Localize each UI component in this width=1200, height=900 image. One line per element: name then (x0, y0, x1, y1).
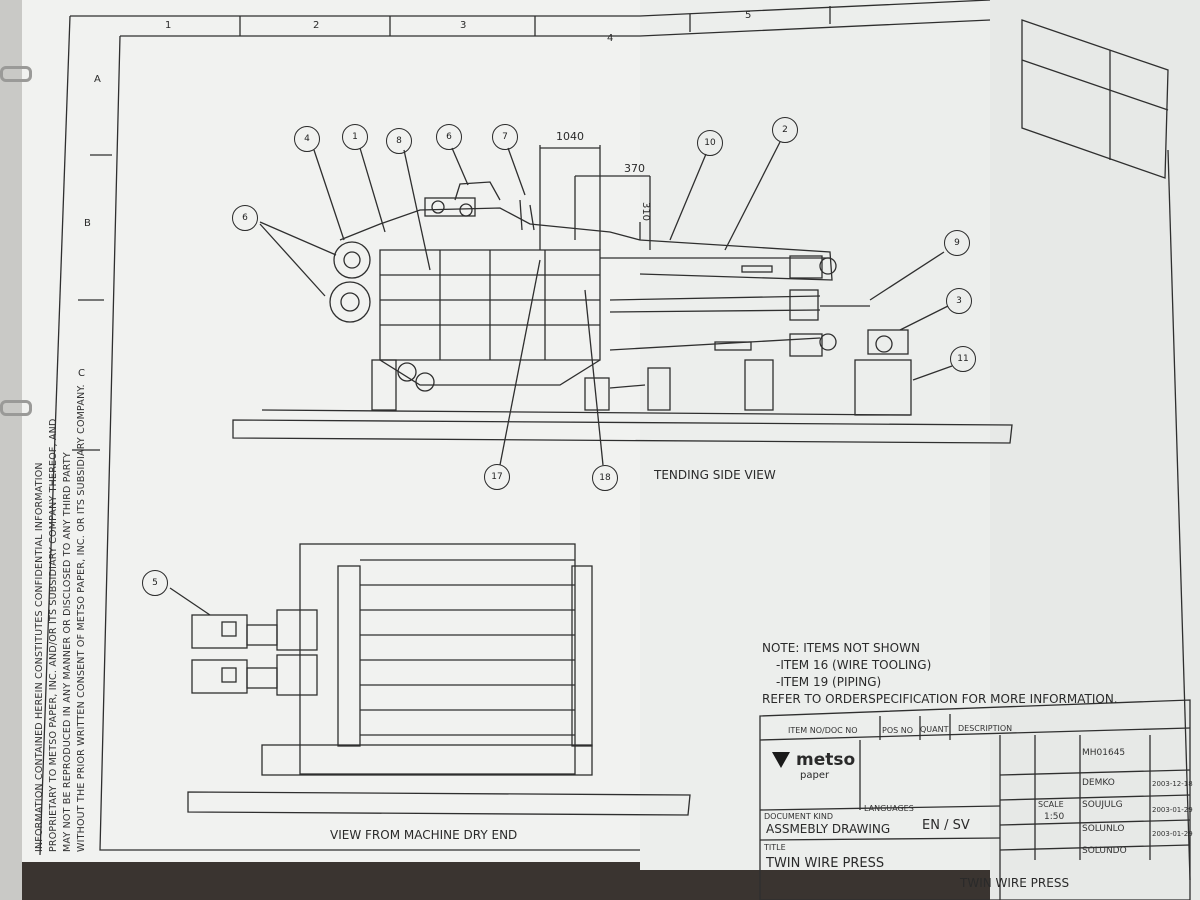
tb-doc-kind-label: DOCUMENT KIND (764, 812, 834, 821)
confidentiality-line: PROPRIETARY TO METSO PAPER, INC. AND/OR … (48, 418, 59, 852)
tb-date: 2003-01-29 (1152, 830, 1193, 838)
tb-header-description: DESCRIPTION (958, 724, 1013, 733)
note-block: NOTE: ITEMS NOT SHOWN -ITEM 16 (WIRE TOO… (762, 640, 1118, 708)
item-balloon: 1 (342, 124, 368, 150)
tb-title: TWIN WIRE PRESS (766, 856, 885, 871)
item-balloon: 6 (232, 205, 258, 231)
tb-languages-label: LANGUAGES (864, 804, 914, 813)
item-balloon: 5 (142, 570, 168, 596)
dimension-label: 310 (640, 201, 652, 222)
tb-header-quant: QUANT (920, 725, 949, 734)
tb-scale: 1:50 (1044, 812, 1065, 822)
confidentiality-line: WITHOUT THE PRIOR WRITTEN CONSENT OF MET… (76, 384, 87, 852)
end-view-title: VIEW FROM MACHINE DRY END (330, 828, 518, 842)
dimension-label: 1040 (556, 130, 584, 143)
item-balloon: 2 (772, 117, 798, 143)
tb-title-label: TITLE (764, 843, 786, 852)
tb-scale-label: SCALE (1038, 800, 1064, 809)
tb-date: 2003-12-18 (1152, 780, 1193, 788)
grid-col-label: 4 (607, 33, 614, 44)
item-balloon: 10 (697, 130, 723, 156)
left-page (14, 0, 655, 862)
side-view-title: TENDING SIDE VIEW (654, 468, 776, 482)
grid-col-label: 5 (745, 10, 752, 21)
tb-doc-kind: ASSMEBLY DRAWING (766, 822, 891, 836)
item-balloon: 7 (492, 124, 518, 150)
grid-row-label: A (94, 74, 101, 85)
item-balloon: 9 (944, 230, 970, 256)
note-heading: NOTE: ITEMS NOT SHOWN (762, 641, 920, 655)
tb-customer-no: MH01645 (1082, 748, 1126, 758)
grid-col-label: 2 (313, 20, 320, 31)
tb-date: 2003-01-29 (1152, 806, 1193, 814)
item-balloon: 11 (950, 346, 976, 372)
grid-col-label: 3 (460, 20, 467, 31)
note-reference: REFER TO ORDERSPECIFICATION FOR MORE INF… (762, 692, 1118, 706)
grid-row-label: C (78, 368, 85, 379)
grid-row-label: B (84, 218, 91, 229)
item-balloon: 8 (386, 128, 412, 154)
item-balloon: 6 (436, 124, 462, 150)
note-item: -ITEM 16 (WIRE TOOLING) (776, 658, 932, 672)
tb-header-pos: POS NO (882, 726, 914, 735)
tb-owner-group: DEMKO (1082, 778, 1115, 788)
tb-languages: EN / SV (922, 818, 970, 833)
tb-header-item: ITEM NO/DOC NO (788, 726, 858, 735)
tb-checked-by: SOLUNLO (1082, 824, 1125, 834)
binder-spine (0, 0, 22, 900)
item-balloon: 4 (294, 126, 320, 152)
brand-name: metso (796, 750, 856, 770)
note-item: -ITEM 19 (PIPING) (776, 675, 882, 689)
confidentiality-line: MAY NOT BE REPRODUCED IN ANY MANNER OR D… (62, 452, 73, 852)
item-balloon: 3 (946, 288, 972, 314)
item-balloon: 18 (592, 465, 618, 491)
tb-drawn-by: SOUJULG (1082, 800, 1123, 810)
binder-ring (0, 66, 32, 82)
grid-col-label: 1 (165, 20, 172, 31)
tb-footer-title: TWIN WIRE PRESS (960, 876, 1070, 890)
dimension-label: 370 (624, 162, 645, 175)
metso-logo-icon (772, 752, 790, 768)
tb-approved-by: SOLUNDO (1082, 846, 1127, 856)
item-balloon: 17 (484, 464, 510, 490)
right-page-edge (990, 0, 1200, 900)
confidentiality-line: INFORMATION CONTAINED HEREIN CONSTITUTES… (34, 462, 45, 852)
brand-subtitle: paper (800, 770, 830, 781)
binder-ring (0, 400, 32, 416)
